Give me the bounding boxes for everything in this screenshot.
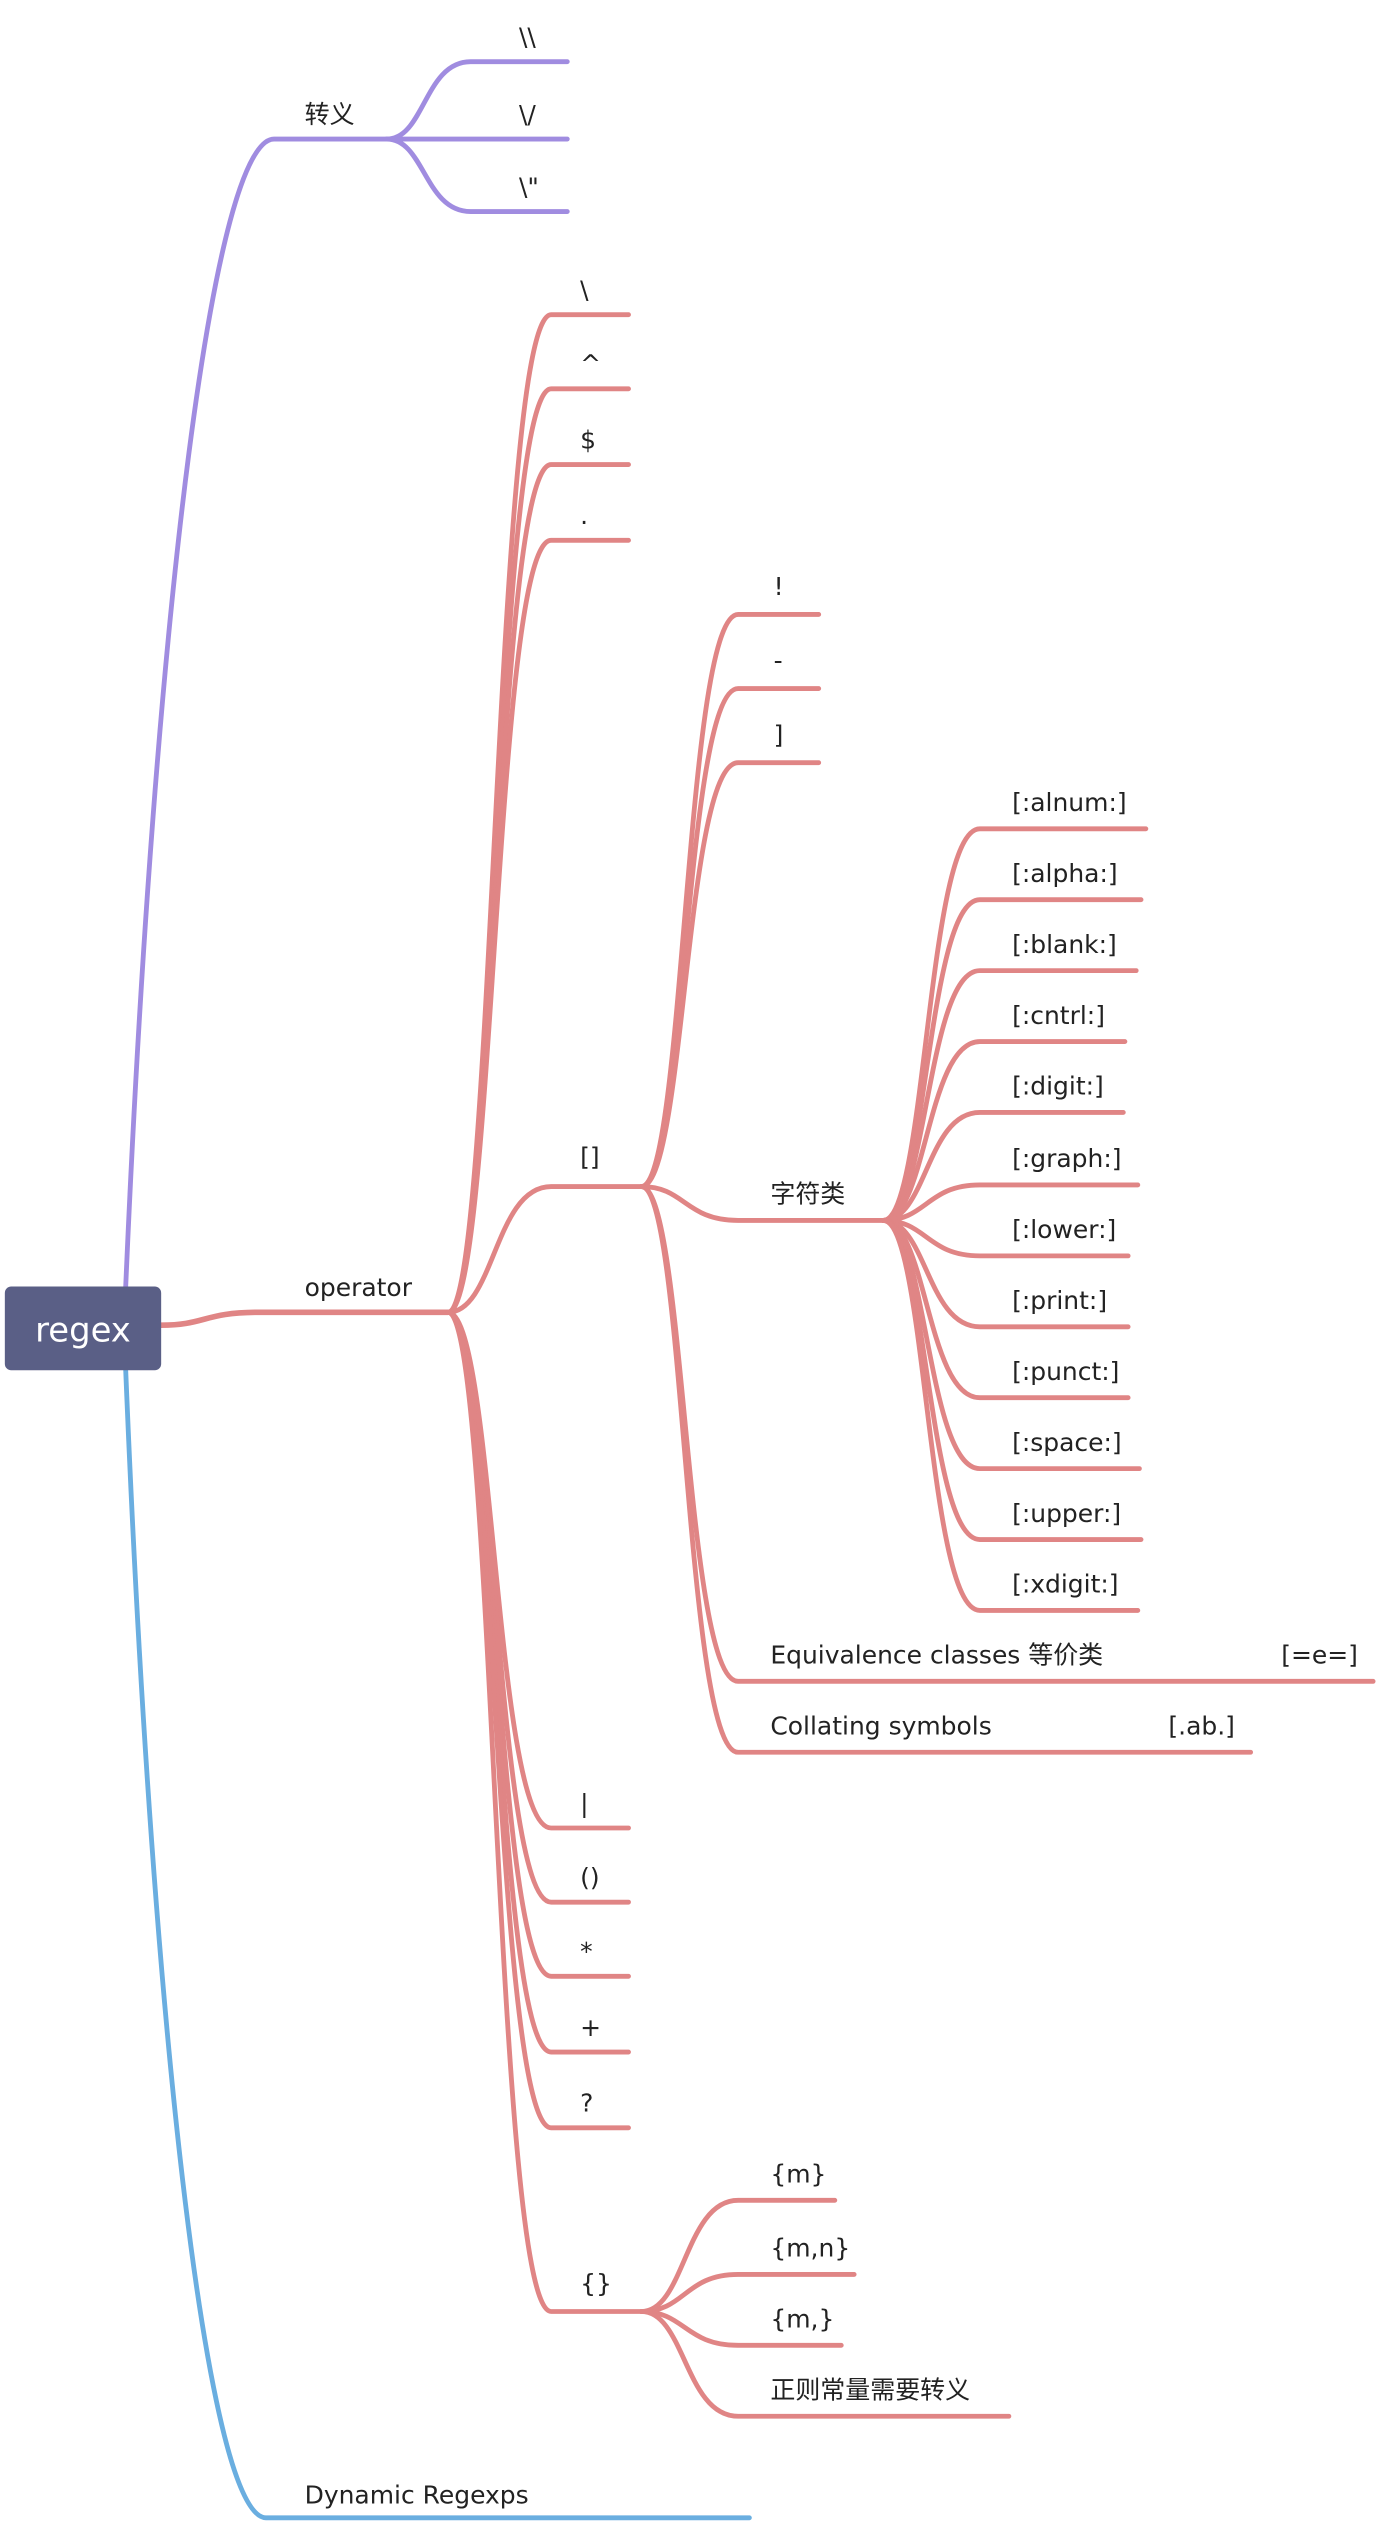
operator-connector: [158, 1309, 451, 1329]
topic-char-class-item[interactable]: [:digit:]: [1012, 1072, 1104, 1101]
topic-operator-other[interactable]: |: [580, 1789, 588, 1818]
braces-connector: [445, 1309, 644, 2314]
braces-child-connector: [639, 2272, 857, 2314]
topic-anchor[interactable]: ^: [580, 350, 601, 379]
root-label: regex: [35, 1310, 131, 1349]
dynamic-connector: [123, 1367, 752, 2521]
topic-bracket-special[interactable]: ]: [774, 720, 784, 749]
topic-equivalence-classes[interactable]: Equivalence classes 等价类: [770, 1641, 1103, 1670]
topic-char-class-item[interactable]: [:upper:]: [1012, 1499, 1121, 1528]
equivalence-connector: [639, 1184, 1376, 1684]
braces-child-connector: [639, 2197, 838, 2314]
root-topic[interactable]: regex: [4, 1286, 162, 1371]
topic-bracket[interactable]: []: [580, 1143, 599, 1172]
topic-char-class-item[interactable]: [:space:]: [1012, 1428, 1122, 1457]
char-class-child-connector: [880, 1218, 1141, 1613]
topic-char-class-item[interactable]: [:xdigit:]: [1012, 1570, 1118, 1599]
topic-bracket-special[interactable]: !: [774, 572, 784, 601]
topic-operator-other[interactable]: *: [580, 1937, 592, 1966]
topic-char-class[interactable]: 字符类: [770, 1180, 845, 1209]
escape-child-connector: [384, 59, 570, 142]
bracket-connector: [445, 1184, 644, 1315]
topic-braces-child[interactable]: {m,}: [770, 2305, 834, 2334]
topic-collating-symbols[interactable]: Collating symbols: [770, 1712, 991, 1741]
topic-operator-other[interactable]: +: [580, 2013, 601, 2042]
topic-braces[interactable]: {}: [580, 2269, 612, 2298]
braces-child-connector: [639, 2309, 844, 2348]
topic-char-class-item[interactable]: [:punct:]: [1012, 1357, 1119, 1386]
topic-char-class-item[interactable]: [:print:]: [1012, 1286, 1107, 1315]
escape-child-connector: [384, 136, 570, 214]
char-class-child-connector: [880, 1110, 1126, 1223]
topic-braces-child[interactable]: {m,n}: [770, 2234, 850, 2263]
topic-escape-child[interactable]: \": [519, 172, 539, 201]
char-class-child-connector: [880, 1039, 1128, 1223]
escape-connector: [123, 136, 390, 1289]
topic-char-class-item[interactable]: [:lower:]: [1012, 1215, 1116, 1244]
topic-anchor[interactable]: $: [580, 425, 596, 454]
topic-labels: 转义 \\ \/ \" Dynamic Regexps operator \ ^ $. [] | ()…: [305, 23, 1358, 2510]
topic-braces-child[interactable]: 正则常量需要转义: [770, 2376, 970, 2405]
topic-anchor[interactable]: .: [580, 501, 588, 530]
topic-dynamic-regexps[interactable]: Dynamic Regexps: [305, 2480, 529, 2509]
topic-char-class-item[interactable]: [:alnum:]: [1012, 788, 1127, 817]
topic-operator[interactable]: operator: [305, 1273, 413, 1302]
topic-braces-child[interactable]: {m}: [770, 2160, 826, 2189]
braces-child-connector: [639, 2309, 1012, 2419]
topic-escape-child[interactable]: \/: [519, 100, 536, 129]
char-class-connector: [639, 1184, 886, 1223]
topic-anchor[interactable]: \: [580, 276, 589, 305]
char-class-child-connector: [880, 1182, 1141, 1223]
connector-lines: [123, 59, 1376, 2521]
topic-operator-other[interactable]: ?: [580, 2089, 593, 2118]
topic-operator-other[interactable]: (): [580, 1863, 599, 1892]
topic-char-class-item[interactable]: [:graph:]: [1012, 1144, 1121, 1173]
topic-collating-example[interactable]: [.ab.]: [1168, 1712, 1235, 1741]
topic-char-class-item[interactable]: [:blank:]: [1012, 930, 1117, 959]
collating-connector: [639, 1184, 1254, 1755]
topic-equivalence-example[interactable]: [=e=]: [1281, 1641, 1358, 1670]
root-box[interactable]: [4, 1286, 162, 1371]
topic-char-class-item[interactable]: [:cntrl:]: [1012, 1001, 1105, 1030]
operator-anchor-connector: [445, 537, 631, 1315]
topic-escape-child[interactable]: \\: [519, 23, 536, 52]
topic-char-class-item[interactable]: [:alpha:]: [1012, 859, 1118, 888]
topic-bracket-special[interactable]: -: [774, 646, 783, 675]
topic-escape[interactable]: 转义: [305, 100, 355, 129]
bracket-special-connector: [639, 760, 822, 1190]
